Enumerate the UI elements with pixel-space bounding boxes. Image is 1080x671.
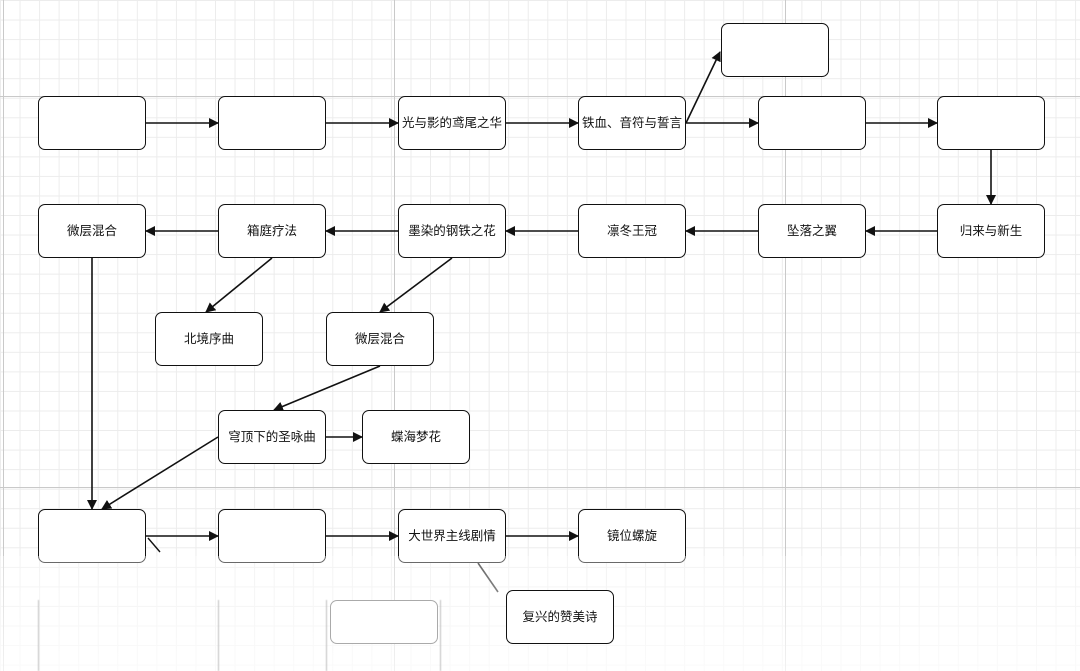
- connector-n3b-to-n4a: [273, 365, 381, 412]
- connector-r1d-to-top: [685, 51, 721, 124]
- node-label: 墨染的钢铁之花: [408, 223, 496, 239]
- node-r1a[interactable]: [38, 96, 146, 150]
- node-r1c[interactable]: 光与影的鸢尾之华: [398, 96, 506, 150]
- node-r2a[interactable]: 微层混合: [38, 204, 146, 258]
- node-r1f[interactable]: [937, 96, 1045, 150]
- ghost-divider: [38, 600, 39, 671]
- node-r5a[interactable]: [38, 509, 146, 563]
- node-n4b[interactable]: 蝶海梦花: [362, 410, 470, 464]
- node-n3a[interactable]: 北境序曲: [155, 312, 263, 366]
- node-label: 穹顶下的圣咏曲: [228, 429, 316, 445]
- node-label: 镜位螺旋: [606, 528, 657, 544]
- ghost-divider: [440, 600, 441, 671]
- node-r1b[interactable]: [218, 96, 326, 150]
- node-r2d[interactable]: 凛冬王冠: [578, 204, 686, 258]
- node-top-empty[interactable]: [721, 23, 829, 77]
- node-label: 大世界主线剧情: [408, 528, 496, 544]
- node-r2b[interactable]: 箱庭疗法: [218, 204, 326, 258]
- node-label: 归来与新生: [959, 223, 1023, 239]
- node-r6c[interactable]: 复兴的赞美诗: [506, 590, 614, 644]
- ghost-divider: [326, 600, 327, 671]
- node-label: 箱庭疗法: [246, 223, 297, 239]
- node-label: 复兴的赞美诗: [522, 609, 598, 625]
- node-label: 北境序曲: [183, 331, 234, 347]
- node-label: 微层混合: [66, 223, 117, 239]
- node-label: 坠落之翼: [786, 223, 837, 239]
- node-r2c[interactable]: 墨染的钢铁之花: [398, 204, 506, 258]
- node-n4a[interactable]: 穹顶下的圣咏曲: [218, 410, 326, 464]
- node-r5c[interactable]: 大世界主线剧情: [398, 509, 506, 563]
- node-r1e[interactable]: [758, 96, 866, 150]
- connector-r5c-to-r6c: [477, 562, 499, 593]
- node-r5d[interactable]: 镜位螺旋: [578, 509, 686, 563]
- connector-r2c-to-n3b: [379, 257, 453, 313]
- connector-r2b-to-n3a: [205, 257, 273, 313]
- node-r5b[interactable]: [218, 509, 326, 563]
- node-label: 铁血、音符与誓言: [582, 115, 683, 131]
- node-label: 微层混合: [354, 331, 405, 347]
- node-label: 光与影的鸢尾之华: [402, 115, 503, 131]
- ghost-divider: [218, 600, 219, 671]
- node-label: 蝶海梦花: [390, 429, 441, 445]
- stray-connector-stub: [147, 537, 161, 553]
- node-r2f[interactable]: 归来与新生: [937, 204, 1045, 258]
- node-r6a[interactable]: [330, 600, 438, 644]
- node-r1d[interactable]: 铁血、音符与誓言: [578, 96, 686, 150]
- node-label: 凛冬王冠: [606, 223, 657, 239]
- node-n3b[interactable]: 微层混合: [326, 312, 434, 366]
- node-r2e[interactable]: 坠落之翼: [758, 204, 866, 258]
- connector-n4a-to-r5a: [101, 436, 219, 510]
